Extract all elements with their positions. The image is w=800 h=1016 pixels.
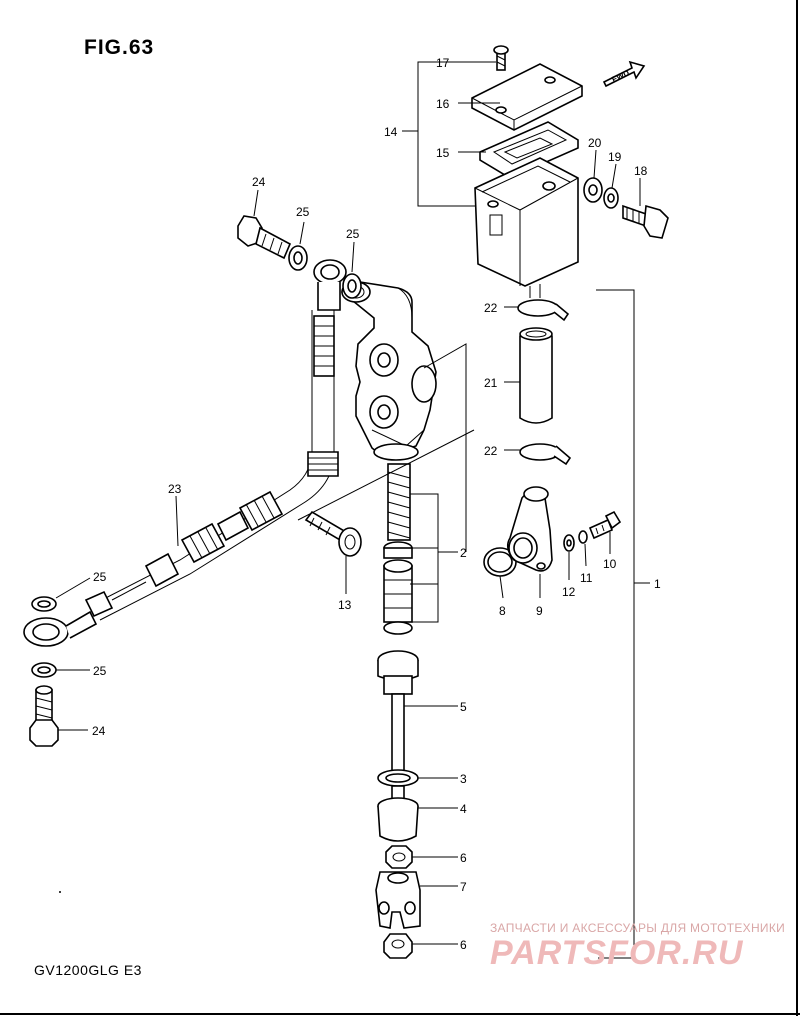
watermark-tagline: ЗАПЧАСТИ И АКСЕССУАРЫ ДЛЯ МОТОТЕХНИКИ — [490, 921, 786, 935]
push-rod — [377, 650, 419, 781]
callout-bracket-2 — [410, 493, 439, 623]
pivot-bolt-13 — [304, 510, 362, 557]
callout-18: 18 — [634, 164, 648, 178]
leader-25c — [55, 577, 91, 599]
lock-nut-upper — [385, 845, 413, 869]
lock-nut-lower — [383, 933, 413, 959]
callout-1: 1 — [654, 577, 661, 591]
washer-25-d — [31, 662, 57, 678]
callout-25d: 25 — [93, 664, 107, 678]
callout-25a: 25 — [296, 205, 310, 219]
callout-bracket-1 — [596, 289, 635, 959]
reservoir-body — [474, 157, 579, 298]
return-spring — [387, 463, 411, 541]
master-cylinder-body — [341, 281, 437, 461]
callout-13: 13 — [338, 598, 352, 612]
model-label: GV1200GLG E3 — [34, 962, 142, 978]
brake-hose-23 — [84, 310, 339, 621]
washer-25-b — [342, 273, 362, 299]
section-line — [297, 429, 475, 521]
inlet-fitting-9 — [506, 486, 553, 572]
banjo-fitting-upper — [313, 259, 347, 311]
dust-boot-4 — [377, 797, 419, 842]
union-bolt-24-upper — [237, 215, 292, 260]
screw-10 — [588, 510, 622, 540]
leader-24a — [253, 189, 259, 217]
callout-bracket-14 — [417, 61, 475, 207]
washer-25-a — [288, 245, 308, 271]
callout-5: 5 — [460, 700, 467, 714]
callout-8: 8 — [499, 604, 506, 618]
hose-clamp-upper — [517, 299, 570, 322]
callout-19: 19 — [608, 150, 622, 164]
reservoir-hose — [519, 327, 553, 424]
callout-21: 21 — [484, 376, 498, 390]
leader-8 — [499, 575, 504, 599]
leader-23 — [175, 495, 179, 547]
callout-12: 12 — [562, 585, 576, 599]
reservoir-cap — [471, 63, 583, 131]
callout-25c: 25 — [93, 570, 107, 584]
leader-2-body — [423, 343, 467, 552]
clevis-7 — [375, 871, 421, 929]
callout-9: 9 — [536, 604, 543, 618]
washer-25-c — [31, 596, 57, 612]
circlip-3 — [377, 769, 419, 787]
callout-2: 2 — [460, 546, 467, 560]
callout-7: 7 — [460, 880, 467, 894]
primary-cup — [383, 541, 413, 559]
piston — [383, 559, 413, 623]
leader-25a — [299, 221, 305, 245]
callout-23: 23 — [168, 482, 182, 496]
callout-6b: 6 — [460, 938, 467, 952]
figure-title: FIG.63 — [84, 36, 155, 59]
callout-11: 11 — [580, 571, 593, 585]
callout-10: 10 — [603, 557, 617, 571]
fwd-arrow-icon: FWD — [602, 60, 646, 88]
union-bolt-24-lower — [29, 685, 59, 747]
reservoir-diaphragm-plate — [479, 121, 579, 179]
fwd-label: FWD — [610, 68, 631, 84]
callout-24b: 24 — [92, 724, 106, 738]
callout-25b: 25 — [346, 227, 360, 241]
leader-20 — [593, 149, 597, 179]
washer-19 — [603, 187, 619, 209]
washer-20 — [583, 177, 603, 203]
watermark-brand: PARTSFOR.RU — [490, 934, 744, 972]
reservoir-cap-screw — [493, 45, 509, 71]
leader-19 — [611, 163, 617, 189]
leader-25b — [351, 241, 355, 273]
callout-6a: 6 — [460, 851, 467, 865]
callout-22b: 22 — [484, 444, 498, 458]
banjo-fitting-lower — [23, 610, 98, 647]
washer-11 — [578, 530, 588, 544]
callout-24a: 24 — [252, 175, 266, 189]
callout-20: 20 — [588, 136, 602, 150]
mounting-bolt-18 — [622, 204, 669, 239]
hose-clamp-lower — [519, 443, 572, 466]
callout-3: 3 — [460, 772, 467, 786]
callout-16: 16 — [436, 97, 450, 111]
callout-15: 15 — [436, 146, 450, 160]
washer-12 — [563, 534, 575, 552]
secondary-cup — [383, 621, 413, 635]
callout-4: 4 — [460, 802, 467, 816]
leader-11 — [584, 543, 587, 567]
stray-dot — [59, 891, 61, 893]
callout-17: 17 — [436, 56, 450, 70]
callout-22a: 22 — [484, 301, 498, 315]
callout-14: 14 — [384, 125, 398, 139]
